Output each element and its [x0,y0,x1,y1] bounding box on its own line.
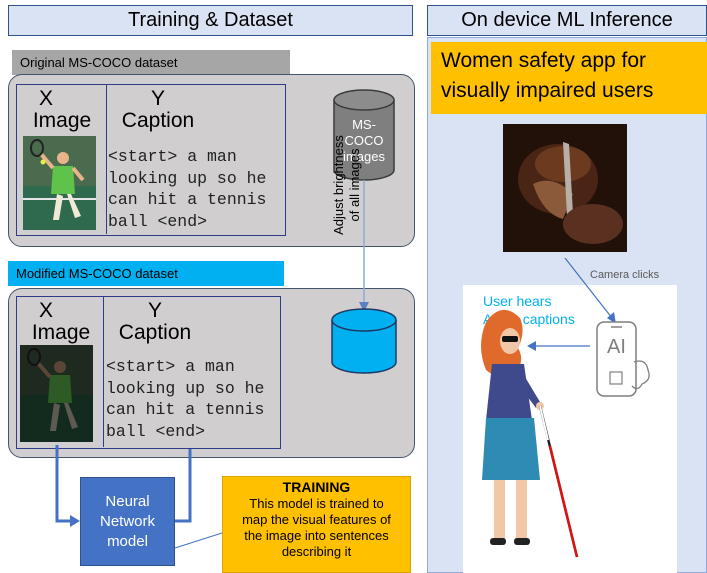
modified-caption: <start> a man looking up so he can hit a… [106,356,281,442]
modified-x-letter: X [38,299,53,322]
ms-coco-db-label-line: MS-COCO [344,117,384,148]
modified-caption-line: can hit a tennis [106,400,265,419]
modified-x-column [17,297,104,447]
training-line: This model is trained to [249,496,384,511]
original-x-column [17,85,107,234]
neural-network-model: Neural Network model [80,477,175,566]
original-caption-line: can hit a tennis [108,190,267,209]
original-caption-line: <start> a man [108,147,237,166]
original-y-letter: Y [150,87,165,110]
original-dataset-tag: Original MS-COCO dataset [12,50,290,75]
training-title: TRAINING [282,479,351,495]
original-x-label: Image [32,109,92,132]
ms-coco-database-icon [333,89,395,181]
modified-table [16,296,281,449]
original-caption-line: ball <end> [108,211,208,231]
ml-inference-header: On device ML Inference [427,5,707,36]
training-line: map the visual features of [242,512,391,527]
tennis-player-image [23,136,96,230]
app-banner: Women safety app for visually impaired u… [431,42,707,114]
modified-y-label: Caption [118,321,192,344]
darkened-tennis-image [20,345,93,442]
ai-label: AI [607,336,626,358]
ms-coco-db-label: MS-COCO images [334,117,394,165]
modified-x-label: Image [31,321,91,344]
original-caption: <start> a man looking up so he can hit a… [108,146,286,232]
training-callout: TRAINING This model is trained to map th… [222,476,411,573]
modified-caption-line: <start> a man [106,357,235,376]
original-x-letter: X [38,87,53,110]
modified-dataset-tag: Modified MS-COCO dataset [8,261,284,286]
modified-database-icon [331,308,397,374]
modified-caption-line: ball <end> [106,421,206,441]
banner-line: Women safety app for [441,49,647,72]
original-caption-line: looking up so he [108,168,267,188]
ms-coco-db-label-line: images [343,149,385,164]
training-dataset-header: Training & Dataset [8,5,413,36]
nn-label-line: model [107,532,148,550]
modified-caption-line: looking up so he [106,378,265,398]
nn-label-line: Neural [105,492,150,510]
banner-line: visually impaired users [441,79,654,102]
ai-phone-icon [596,321,650,397]
blind-user-figure [481,309,579,558]
original-table [16,84,286,236]
original-y-label: Caption [121,109,195,132]
user-hears-line: User hears [483,293,552,309]
camera-photo [503,124,627,252]
training-line: describing it [281,544,352,559]
nn-label-line: Network [99,512,155,530]
training-line: the image into sentences [244,528,389,543]
modified-y-letter: Y [147,299,162,322]
camera-clicks-label: Camera clicks [590,269,660,281]
